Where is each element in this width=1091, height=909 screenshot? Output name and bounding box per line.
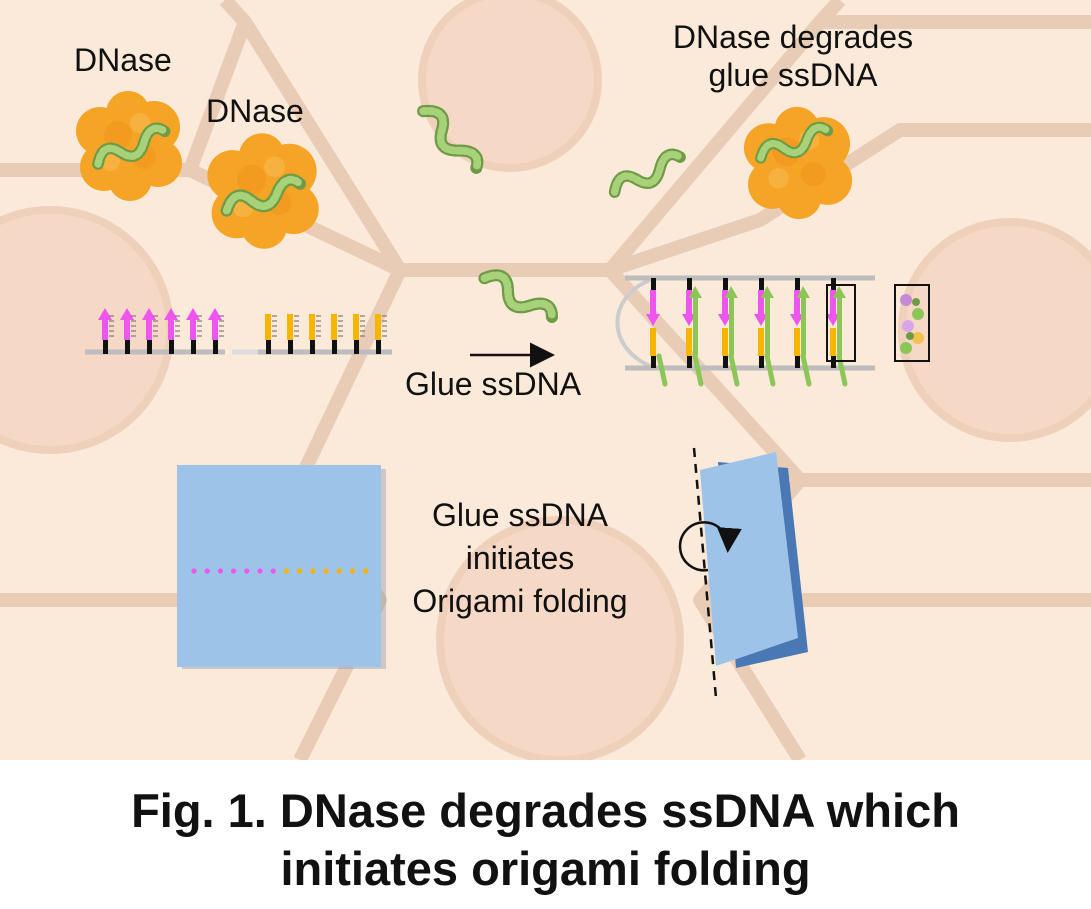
diagram-canvas [0, 0, 1091, 760]
label-glue-arrow: Glue ssDNA [405, 366, 582, 402]
caption-line1: Fig. 1. DNase degrades ssDNA which [131, 784, 960, 837]
label-fold-line2: initiates [465, 540, 575, 576]
label-dnase-degrades-line2: glue ssDNA [708, 57, 878, 93]
rotation-arrow-icon [678, 521, 742, 572]
origami-flat [177, 465, 386, 669]
label-fold-line3: Origami folding [412, 583, 628, 619]
figure-caption: Fig. 1. DNase degrades ssDNA which initi… [0, 782, 1091, 898]
label-fold-line1: Glue ssDNA [431, 497, 609, 533]
label-dnase-2: DNase [206, 93, 304, 129]
origami-folded [678, 447, 808, 699]
caption-line2: initiates origami folding [280, 842, 811, 895]
strand-magenta [85, 308, 225, 355]
highlight-box [826, 284, 856, 362]
label-dnase-1: DNase [74, 42, 172, 78]
label-dnase-degrades-line1: DNase degrades [672, 19, 914, 55]
strand-yellow [232, 314, 392, 355]
duplex-inset [894, 284, 930, 362]
cell-network [0, 0, 1091, 760]
hybridized-ladder [615, 275, 930, 387]
